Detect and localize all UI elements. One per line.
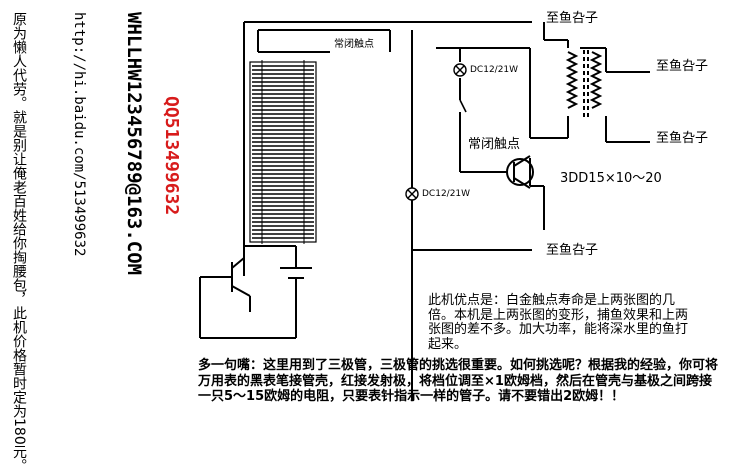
left-text-column-email: WHLLHW123456789@163.COM <box>123 12 145 276</box>
advantage-note: 此机优点是：白金触点寿命是上两张图的几倍。本机是上两张图的变形，捕鱼效果和上两张… <box>428 293 689 352</box>
bottom-note: 多一句嘴：这里用到了三极管，三极管的挑选很重要。如何挑选呢？根据我的经验，你可将… <box>198 358 719 404</box>
label-fish-top: 至鱼叴子 <box>546 11 599 26</box>
lamp-top <box>453 63 467 77</box>
label-fish-mid: 至鱼叴子 <box>546 243 599 258</box>
label-fish-right-2: 至鱼叴子 <box>656 131 709 146</box>
left-text-column-url: http://hi.baidu.com/513499632 <box>71 12 87 257</box>
transistor-3dd15 <box>506 155 534 189</box>
label-lamp-top: DC12/21W <box>470 65 519 75</box>
lamp-mid <box>405 187 419 201</box>
circuit-diagram <box>199 21 650 400</box>
label-lamp-mid: DC12/21W <box>422 189 471 199</box>
label-transistor: 3DD15×10～20 <box>560 171 662 186</box>
transformer <box>249 61 317 243</box>
label-nc-contact-small: 常闭触点 <box>334 39 374 50</box>
label-fish-right-1: 至鱼叴子 <box>656 59 709 74</box>
left-text-column-qq: QQ513499632 <box>161 96 182 216</box>
left-text-column-price: 原为懒人代劳。就是别让俺老百姓给你掏腰包，此机价格暂时定为180元。 <box>11 12 27 473</box>
output-coils <box>565 50 603 118</box>
label-nc-contact: 常闭触点 <box>468 137 521 152</box>
